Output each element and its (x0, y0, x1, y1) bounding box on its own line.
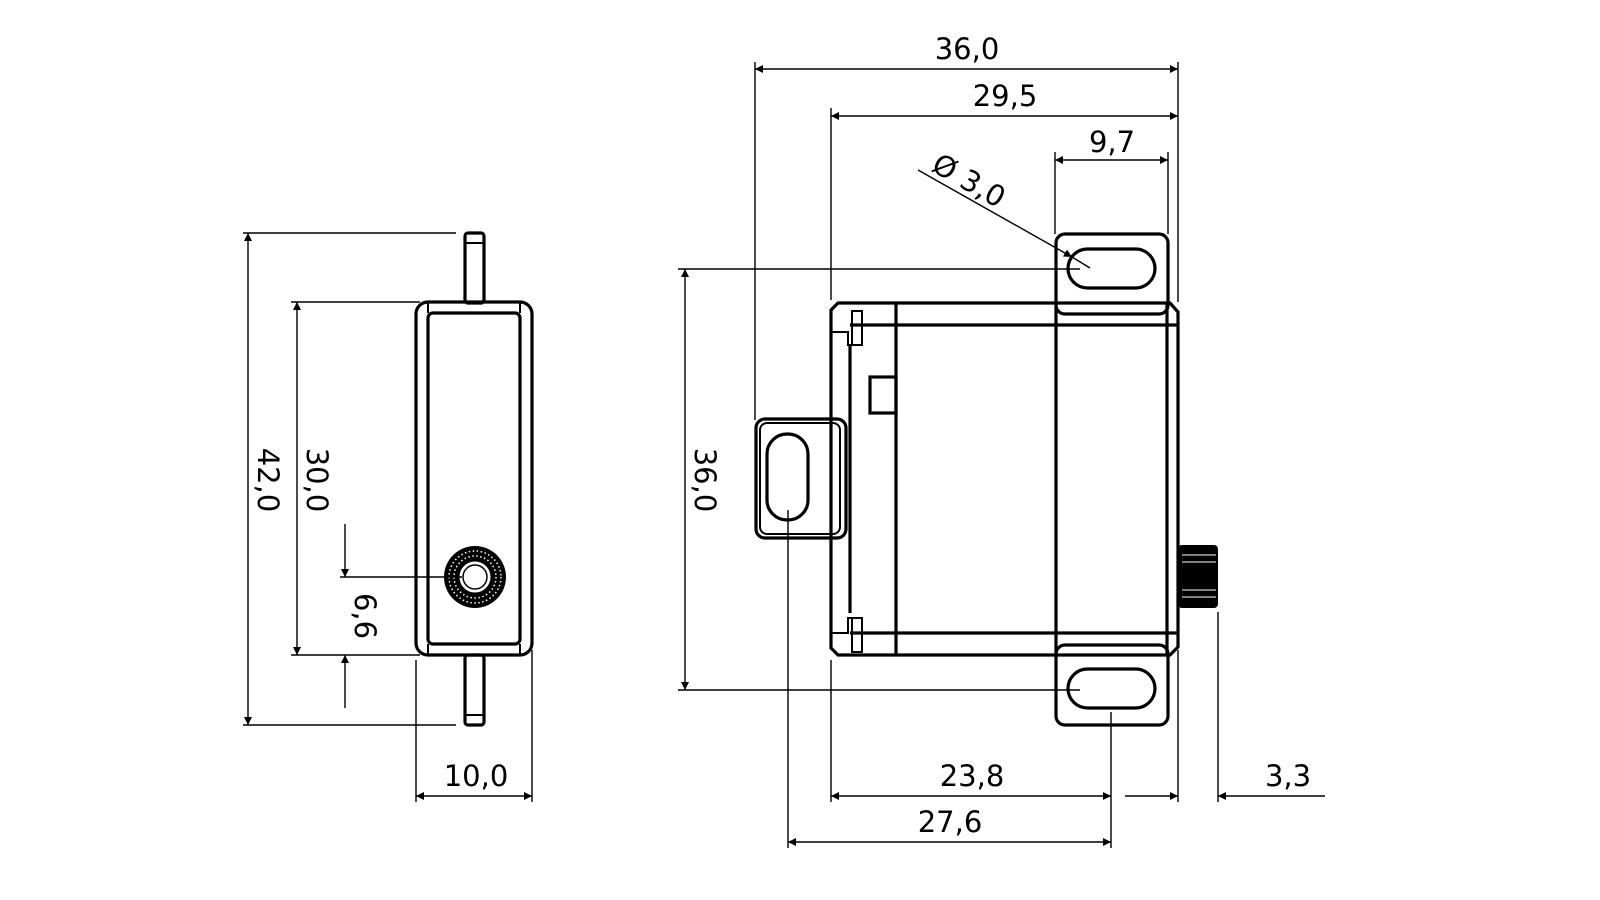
dim-hole-to-hole-horizontal: 27,6 (918, 805, 983, 839)
dim-body-to-hole: 23,8 (940, 759, 1005, 793)
dim-body-width: 29,5 (973, 79, 1038, 113)
dim-hole-diameter: Ø 3,0 (927, 147, 1012, 215)
dim-tab-width: 9,7 (1089, 125, 1135, 159)
side-body (414, 300, 534, 657)
dim-overall-width: 36,0 (935, 32, 1000, 66)
servo-body (829, 301, 1180, 657)
output-spline (1178, 545, 1218, 608)
front-view: 36,0 29,5 9,7 Ø 3,0 36,0 23,8 27,6 3,3 (678, 32, 1325, 848)
side-body-inner (426, 311, 522, 646)
top-mount-tab (1054, 232, 1170, 316)
dim-width: 10,0 (444, 759, 509, 793)
dim-total-height: 42,0 (251, 448, 285, 513)
bottom-mount-hole (1066, 667, 1157, 710)
top-mount-hole (1066, 247, 1157, 290)
bottom-mount-tab (1054, 643, 1170, 727)
side-view: 42,0 30,0 6,6 10,0 (243, 231, 534, 802)
dim-shaft-offset: 6,6 (348, 593, 382, 639)
dim-shaft-height: 3,3 (1265, 759, 1311, 793)
left-mount-hole (765, 432, 810, 522)
output-gear (444, 546, 506, 608)
connector-box (868, 375, 898, 415)
left-mount-tab (754, 417, 848, 540)
dim-hole-spacing: 36,0 (688, 448, 722, 513)
dim-body-height: 30,0 (300, 448, 334, 513)
